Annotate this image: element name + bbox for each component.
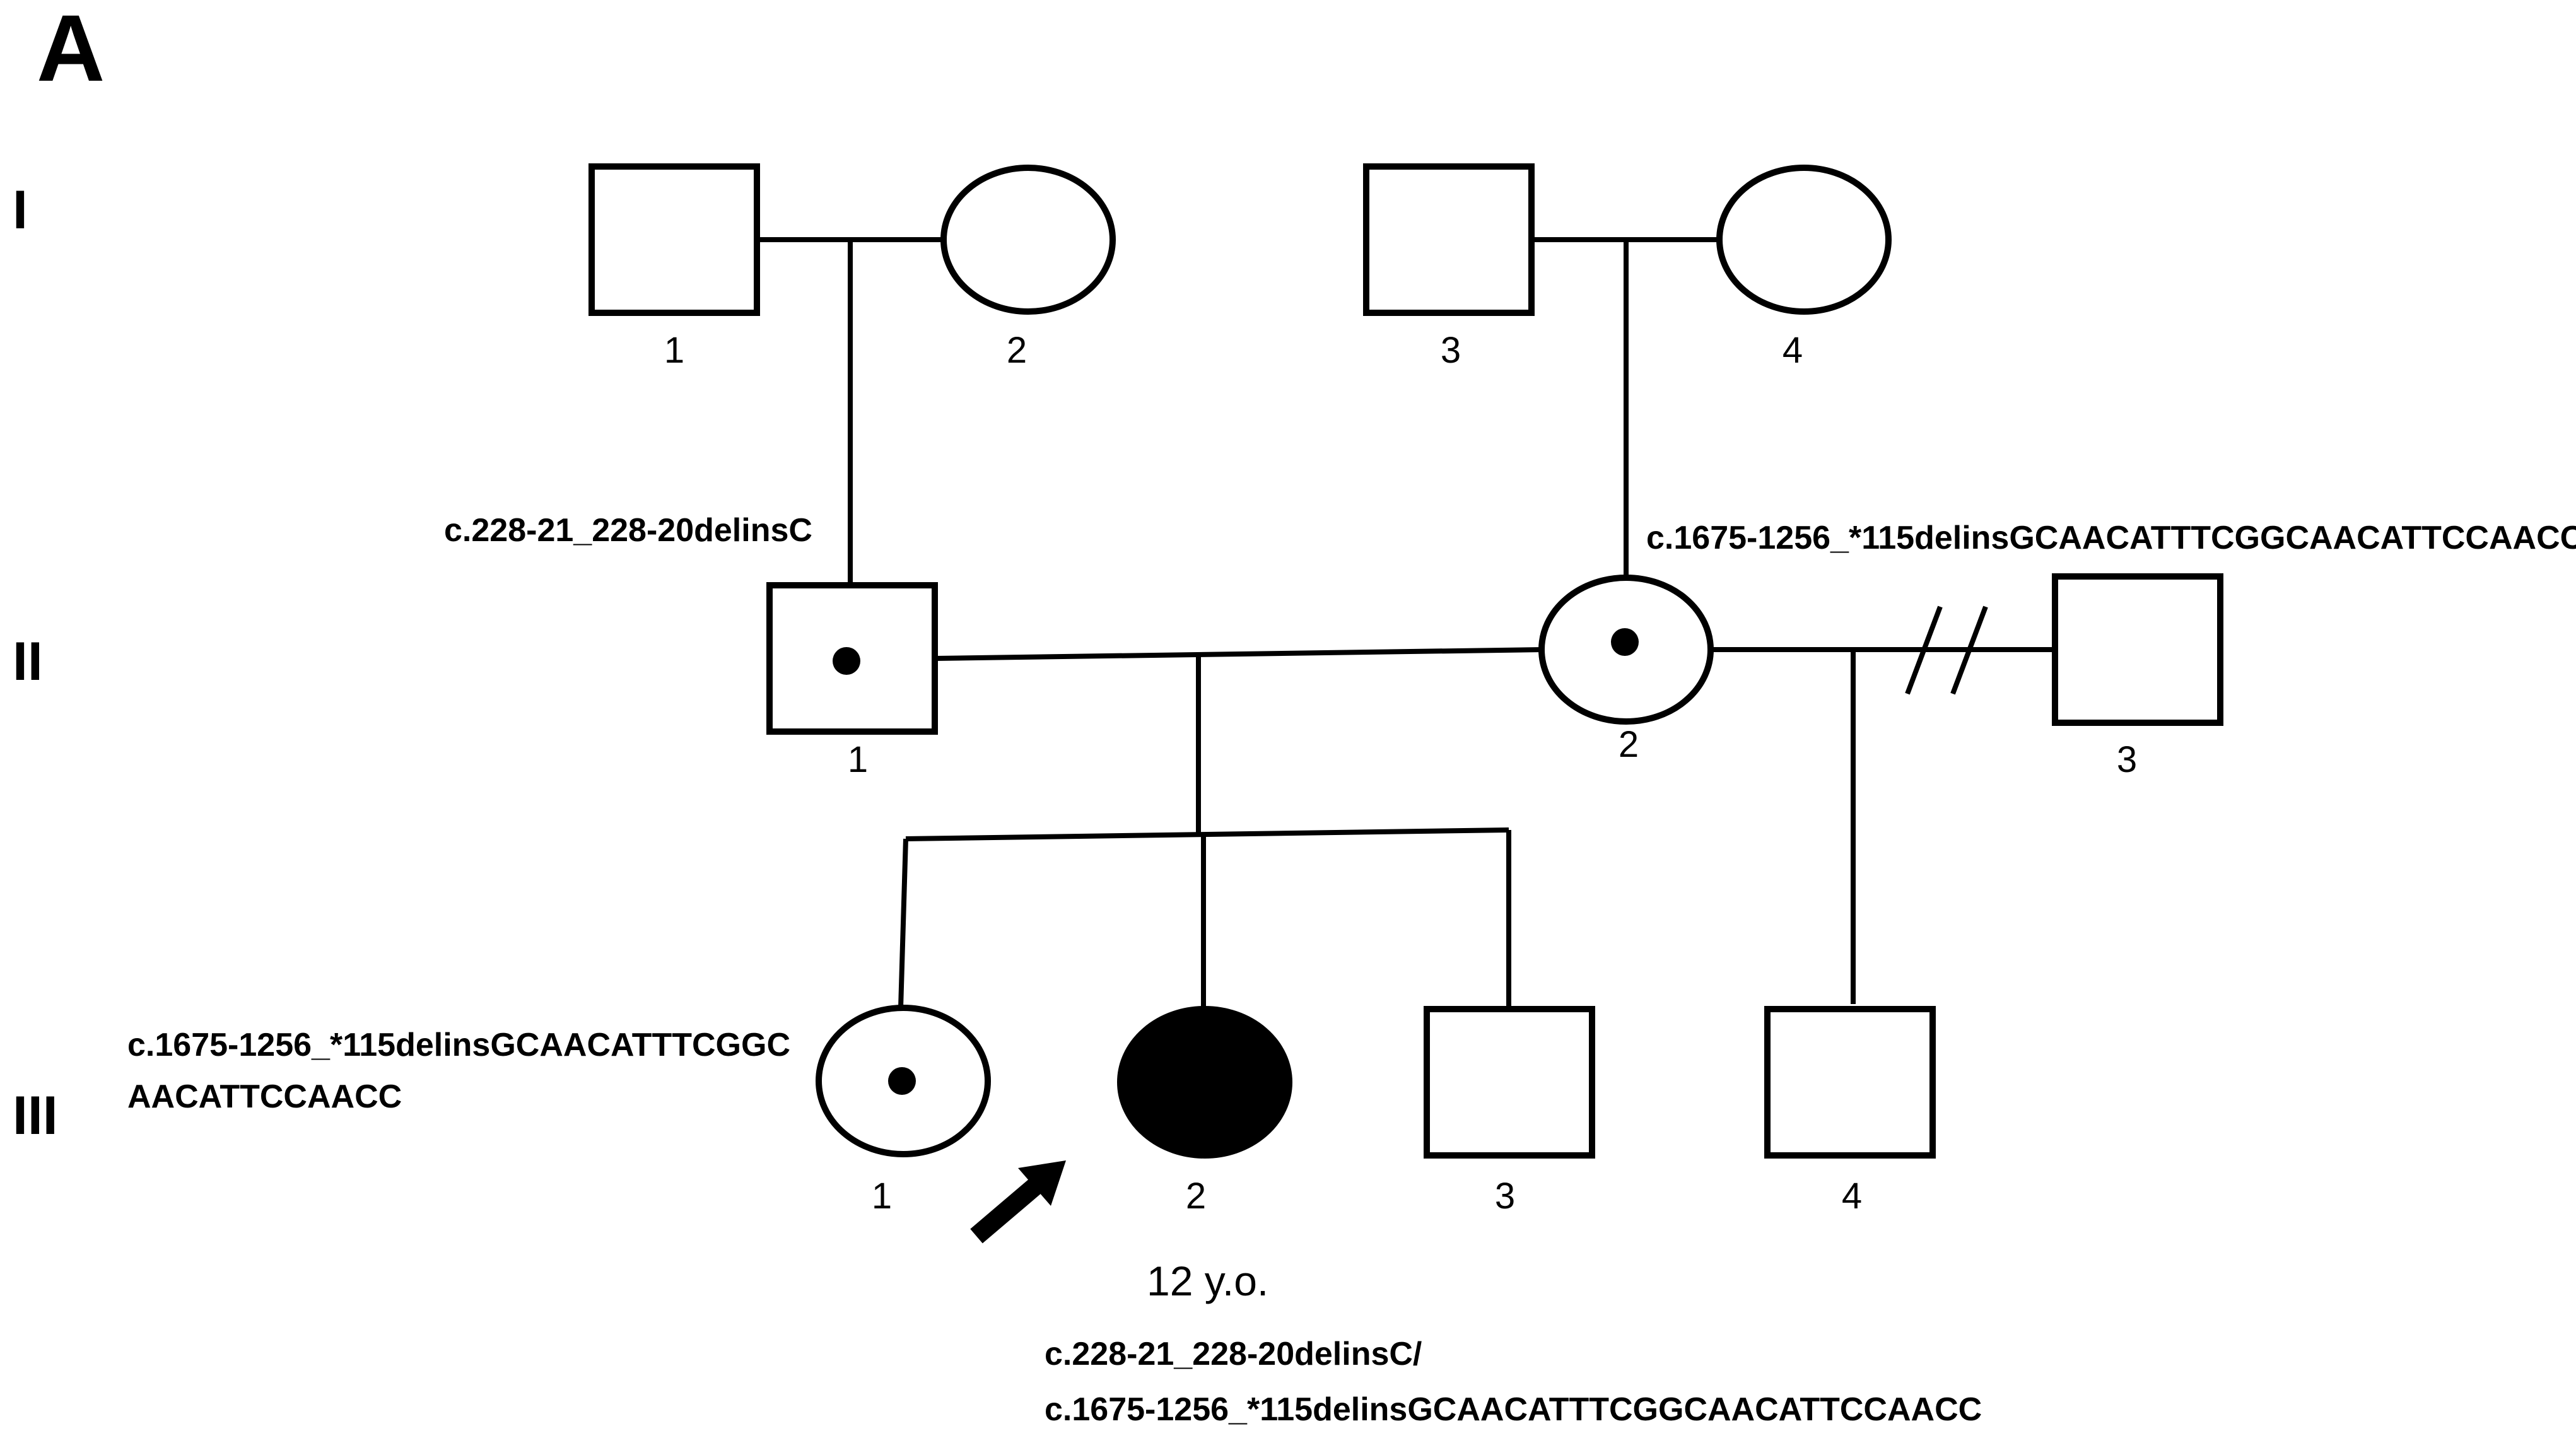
relationship-lines [757,237,2055,1008]
proband-age: 12 y.o. [1147,1258,1268,1304]
individual-number-II-1: 1 [848,739,868,780]
individual-number-I-4: 4 [1783,330,1803,371]
variant-label-II-2: c.1675-1256_*115delinsGCAACATTTCGGCAACAT… [1646,520,2576,556]
generation-label-III: III [13,1085,58,1146]
individual-number-I-1: 1 [664,330,684,371]
individual-I-2-female-symbol[interactable] [940,165,1116,315]
variant-label-III-1-line-1: c.1675-1256_*115delinsGCAACATTTCGGC [127,1027,790,1063]
variant-label-III-2-line-2: c.1675-1256_*115delinsGCAACATTTCGGCAACAT… [1045,1391,1982,1428]
individual-III-3-male-symbol[interactable] [1424,1006,1595,1159]
variant-label-II-1: c.228-21_228-20delinsC [444,512,812,549]
separation-mark-1 [1905,605,1943,695]
individual-number-II-3: 3 [2117,739,2137,780]
individual-number-III-1: 1 [872,1176,892,1217]
generation-label-II: II [13,631,43,692]
individual-number-III-2: 2 [1186,1176,1206,1217]
separation-mark-2 [1950,605,1988,695]
sibship-line-III [905,827,1509,841]
generation-label-I: I [13,180,28,240]
individual-number-III-4: 4 [1842,1176,1862,1217]
individual-I-4-female-symbol[interactable] [1716,165,1892,315]
carrier-dot-II-2 [1611,628,1639,656]
individual-number-I-3: 3 [1441,330,1461,371]
marriage-line-II1-II2 [934,647,1543,661]
variant-label-III-1-line-2: AACATTCCAACC [127,1078,402,1115]
panel-label: A [37,0,105,101]
individual-number-I-2: 2 [1007,330,1027,371]
individual-number-II-2: 2 [1619,724,1639,765]
individual-II-3-male-symbol[interactable] [2052,573,2223,726]
carrier-dot-III-1 [888,1067,916,1095]
individual-I-1-male-symbol[interactable] [588,163,760,316]
proband-arrow-icon [970,1160,1066,1244]
individual-I-3-male-symbol[interactable] [1363,163,1535,316]
individual-III-4-male-symbol[interactable] [1764,1006,1936,1159]
individual-III-2-female-affected-symbol[interactable] [1117,1006,1292,1159]
individual-number-III-3: 3 [1495,1176,1515,1217]
child-line-III1 [898,838,908,1008]
carrier-dot-II-1 [833,647,860,675]
variant-label-III-2-line-1: c.228-21_228-20delinsC/ [1045,1336,1422,1372]
